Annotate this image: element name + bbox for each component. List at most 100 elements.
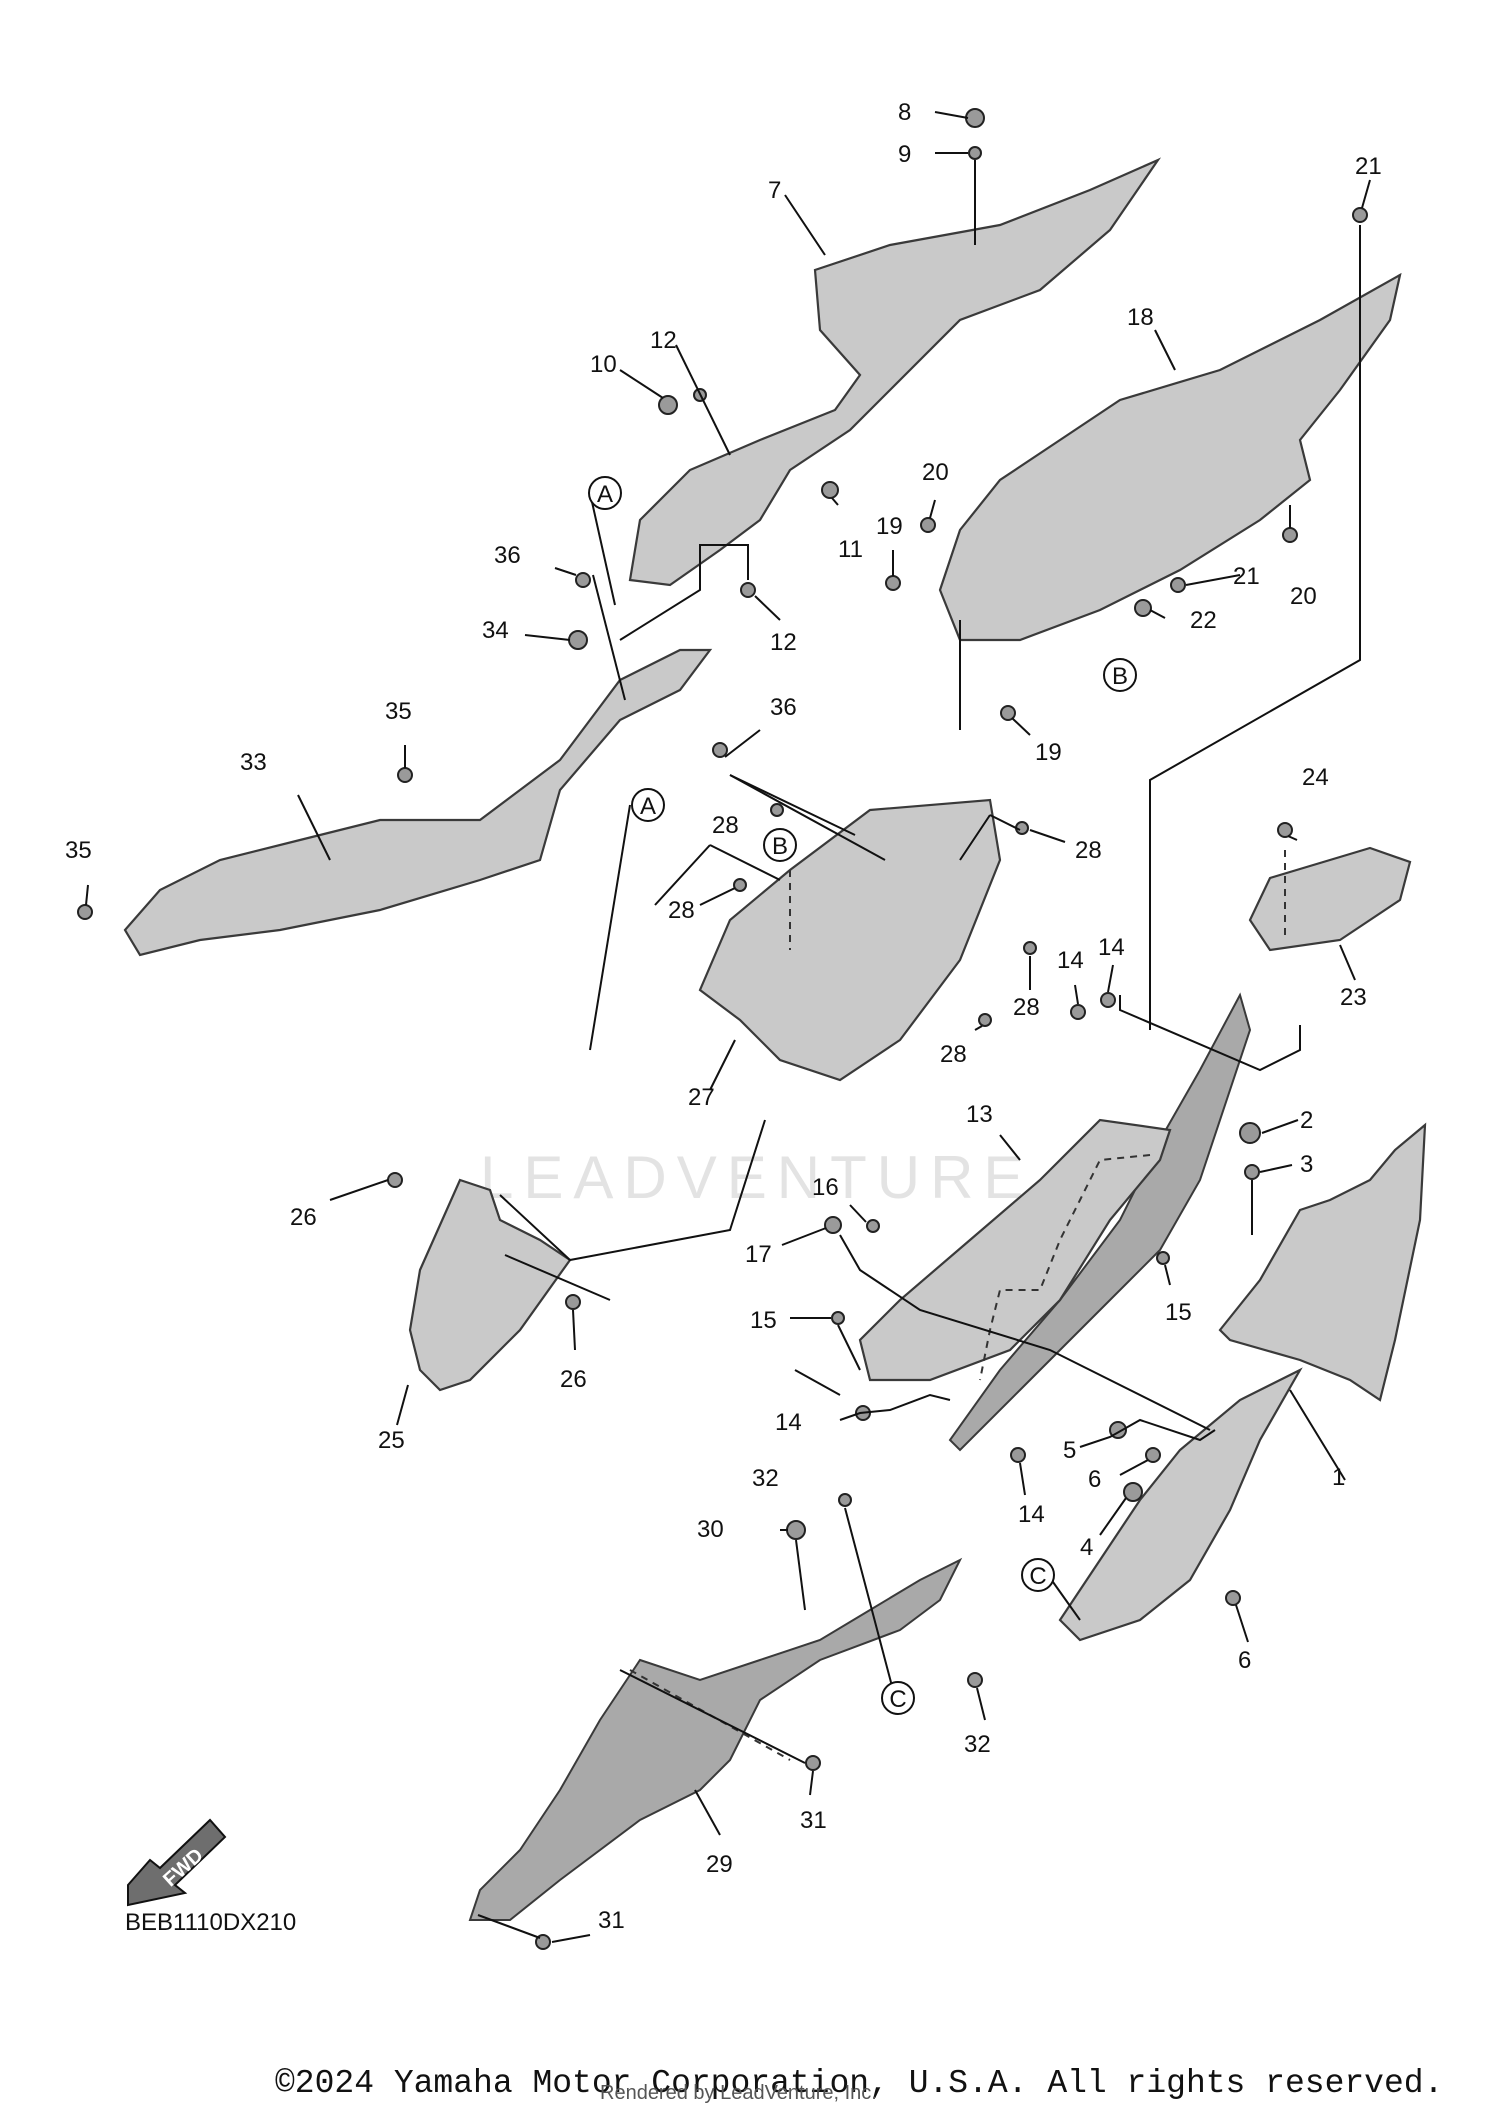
callout-25: 25 xyxy=(378,1427,405,1454)
callout-17: 17 xyxy=(745,1241,772,1268)
bolt-21-top-icon xyxy=(1352,207,1368,223)
part-1-shape xyxy=(1218,1122,1427,1402)
svg-text:A: A xyxy=(640,793,656,820)
callout-21-right: 21 xyxy=(1233,563,1260,590)
damper-22-icon xyxy=(1134,599,1152,617)
damper-14-d-icon xyxy=(1010,1447,1026,1463)
callout-14-c: 14 xyxy=(775,1409,802,1436)
callout-6-bottom: 6 xyxy=(1238,1647,1251,1674)
nut-16-icon xyxy=(866,1219,880,1233)
callout-20-left: 20 xyxy=(922,459,949,486)
callout-14-d: 14 xyxy=(1018,1501,1045,1528)
callout-27: 27 xyxy=(688,1084,715,1111)
callout-34: 34 xyxy=(482,617,509,644)
bolt-28-d-icon xyxy=(1023,941,1037,955)
callout-11: 11 xyxy=(838,536,863,563)
bolt-24-icon xyxy=(1277,822,1293,838)
callout-28-e: 28 xyxy=(940,1041,967,1068)
callout-4: 4 xyxy=(1080,1534,1093,1561)
callout-15-left: 15 xyxy=(750,1307,777,1334)
bolt-12-mid-icon xyxy=(740,582,756,598)
bolt-15-right-icon xyxy=(1156,1251,1170,1265)
ref-mark-a-top: A xyxy=(588,476,622,510)
leader-lines xyxy=(85,111,1371,1943)
bolt-4-icon xyxy=(1123,1482,1143,1502)
fasteners xyxy=(77,108,1368,1950)
callout-28-d: 28 xyxy=(1013,994,1040,1021)
copyright-notice: ©2024 Yamaha Motor Corporation, U.S.A. A… xyxy=(275,2065,1444,2102)
bolt-8-icon xyxy=(965,108,985,128)
damper-14-a-icon xyxy=(1070,1004,1086,1020)
callout-16: 16 xyxy=(812,1174,839,1201)
callout-28-a: 28 xyxy=(712,812,739,839)
bolt-6-bottom-icon xyxy=(1225,1590,1241,1606)
callout-7: 7 xyxy=(768,177,781,204)
svg-text:B: B xyxy=(772,833,788,860)
callout-1: 1 xyxy=(1332,1464,1345,1491)
callout-26-top: 26 xyxy=(290,1204,317,1231)
callout-3: 3 xyxy=(1300,1151,1313,1178)
callout-23: 23 xyxy=(1340,984,1367,1011)
bolt-2-icon xyxy=(1239,1122,1261,1144)
ref-mark-c-left: C xyxy=(881,1681,915,1715)
watermark-text: LEADVENTURE xyxy=(480,1144,1033,1211)
callout-labels: 8 9 7 21 18 10 12 20 19 11 21 20 22 12 3… xyxy=(65,99,1382,1934)
callout-5: 5 xyxy=(1063,1437,1076,1464)
callout-22: 22 xyxy=(1190,607,1217,634)
ref-mark-b-bottom: B xyxy=(763,828,797,862)
fwd-arrow-icon: FWD xyxy=(127,1818,227,1907)
bolt-32-bottom-icon xyxy=(967,1672,983,1688)
bolt-28-a-icon xyxy=(770,803,784,817)
svg-text:A: A xyxy=(597,481,613,508)
callout-8: 8 xyxy=(898,99,911,126)
callout-6-top: 6 xyxy=(1088,1466,1101,1493)
nut-11-icon xyxy=(821,481,839,499)
clip-17-icon xyxy=(824,1216,842,1234)
callout-29: 29 xyxy=(706,1851,733,1878)
callout-18: 18 xyxy=(1127,304,1154,331)
damper-14-b-icon xyxy=(1100,992,1116,1008)
clip-19-top-icon xyxy=(885,575,901,591)
svg-text:C: C xyxy=(889,1686,906,1713)
bolt-34-icon xyxy=(568,630,588,650)
part-29-shape xyxy=(468,1557,963,1921)
part-1-lower-shape xyxy=(1058,1367,1303,1642)
bolt-28-e-icon xyxy=(978,1013,992,1027)
washer-9-icon xyxy=(968,146,982,160)
callout-32-top: 32 xyxy=(752,1465,779,1492)
callout-28-c: 28 xyxy=(668,897,695,924)
bolt-21-right-icon xyxy=(1170,577,1186,593)
callout-36-top: 36 xyxy=(494,542,521,569)
callout-30: 30 xyxy=(697,1516,724,1543)
bolt-35-left-icon xyxy=(77,904,93,920)
callout-32-bottom: 32 xyxy=(964,1731,991,1758)
bolt-32-top-icon xyxy=(838,1493,852,1507)
callout-31-mid: 31 xyxy=(800,1807,827,1834)
callout-35-left: 35 xyxy=(65,837,92,864)
part-25-shape xyxy=(408,1178,572,1392)
svg-text:B: B xyxy=(1112,663,1128,690)
callout-13: 13 xyxy=(966,1101,993,1128)
callout-10: 10 xyxy=(590,351,617,378)
callout-26-bottom: 26 xyxy=(560,1366,587,1393)
part-33-shape xyxy=(123,648,713,957)
hidden-line-13 xyxy=(979,1154,1151,1381)
part-18-shape xyxy=(938,272,1402,642)
callout-12-mid: 12 xyxy=(770,629,797,656)
bolt-15-left-icon xyxy=(831,1311,845,1325)
callout-20-right: 20 xyxy=(1290,583,1317,610)
callout-9: 9 xyxy=(898,141,911,168)
bolt-31-mid-icon xyxy=(805,1755,821,1771)
callout-14-b: 14 xyxy=(1098,934,1125,961)
callout-35-top: 35 xyxy=(385,698,412,725)
bolt-36-mid-icon xyxy=(712,742,728,758)
bolt-35-top-icon xyxy=(397,767,413,783)
rendered-by-credit: Rendered by LeadVenture, Inc. xyxy=(600,2082,877,2104)
bolt-28-c-icon xyxy=(733,878,747,892)
callout-28-b: 28 xyxy=(1075,837,1102,864)
callout-2: 2 xyxy=(1300,1107,1313,1134)
diagram-code: BEB1110DX210 xyxy=(125,1909,296,1936)
bolt-10-icon xyxy=(658,395,678,415)
svg-text:C: C xyxy=(1029,1563,1046,1590)
